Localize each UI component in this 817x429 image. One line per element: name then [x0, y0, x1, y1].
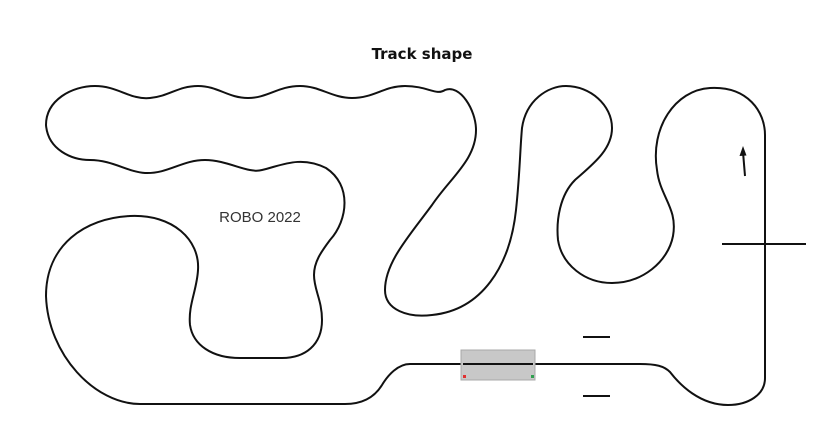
start-marker-left: [463, 375, 466, 378]
diagram-title: Track shape: [372, 45, 473, 63]
arrow-up-icon: [739, 146, 747, 177]
track-outline: [45, 85, 766, 406]
start-marker-right: [531, 375, 534, 378]
track-label: ROBO 2022: [219, 209, 301, 226]
